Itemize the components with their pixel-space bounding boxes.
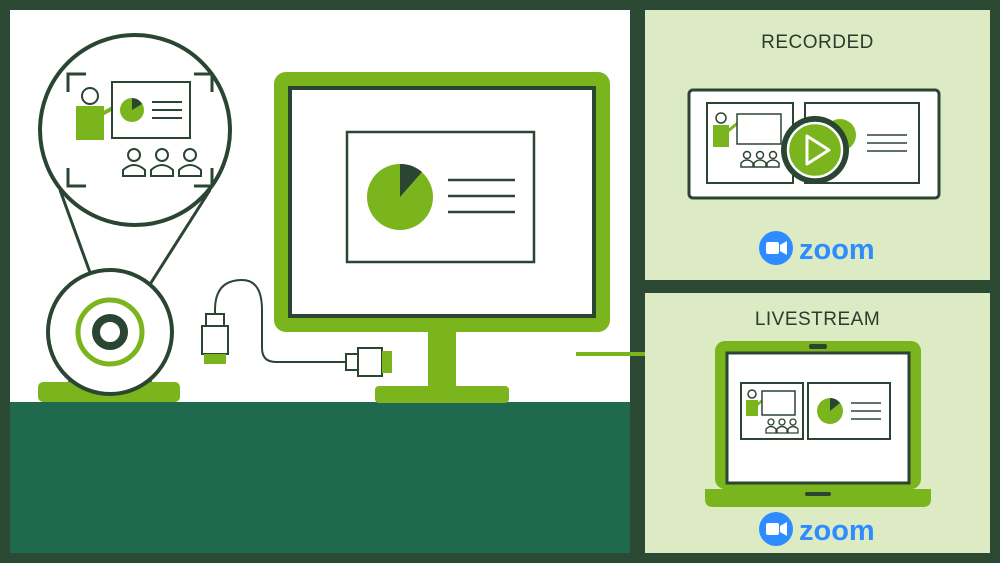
studio-scene-svg: [38, 33, 628, 403]
audience-icon: [765, 418, 799, 434]
livestream-svg: zoom: [705, 341, 931, 547]
viewfinder-corner-icon: [66, 168, 86, 188]
zoom-logo: [759, 512, 793, 546]
studio-scene-panel: [10, 10, 630, 553]
desk-surface: [10, 402, 630, 553]
zoom-wordmark: zoom: [799, 234, 875, 266]
play-button-icon[interactable]: [781, 116, 849, 184]
audience-icon: [122, 148, 202, 177]
mini-board: [736, 113, 782, 145]
webcam-icon: [38, 268, 180, 402]
usb-plug-icon: [345, 347, 392, 377]
slide-lines: [851, 402, 881, 420]
viewfinder-corner-icon: [194, 72, 214, 92]
livestream-panel: LIVESTREAM: [645, 293, 990, 553]
viewfinder-corner-icon: [194, 168, 214, 188]
zoom-wordmark: zoom: [799, 515, 875, 547]
pie-chart-icon: [817, 398, 843, 424]
zoom-logo: [759, 231, 793, 265]
livestream-title: LIVESTREAM: [754, 309, 881, 330]
mini-board: [761, 390, 796, 416]
slide-lines: [867, 134, 907, 152]
monitor-icon: [274, 72, 610, 403]
recorded-svg: zoom: [687, 88, 941, 266]
viewfinder-corner-icon: [66, 72, 86, 92]
bubble-pointer-line-right: [138, 189, 212, 301]
recorded-title: RECORDED: [761, 32, 874, 53]
usb-plug-icon: [201, 313, 229, 364]
audience-icon: [740, 150, 780, 168]
slide-icon: [111, 81, 191, 139]
magnified-view-bubble: [38, 33, 232, 227]
presenter-icon: [76, 87, 121, 140]
cable: [214, 278, 350, 363]
recorded-panel: RECORDED: [645, 10, 990, 280]
